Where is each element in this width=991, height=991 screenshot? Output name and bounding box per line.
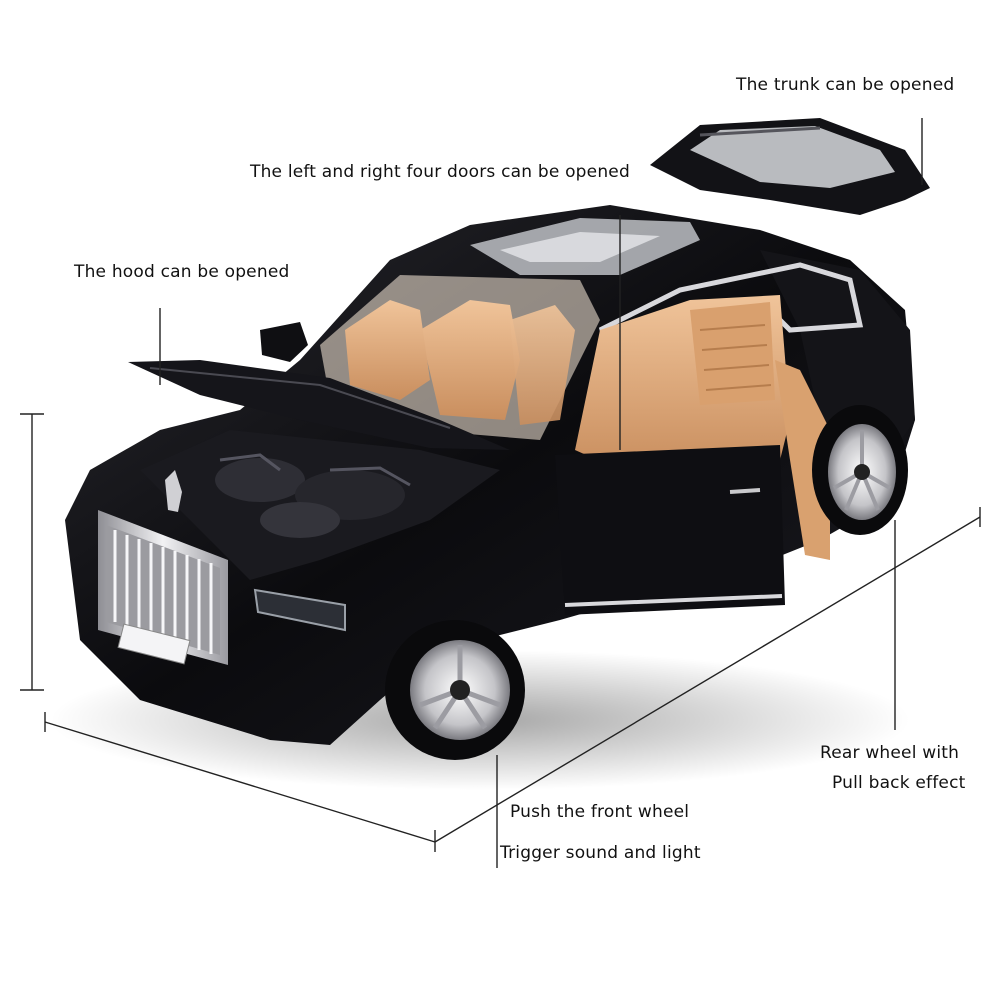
front-wheel	[385, 620, 525, 760]
rear-wheel-callout-line2: Pull back effect	[832, 773, 966, 793]
rear-wheel	[812, 405, 908, 535]
headlight	[253, 588, 346, 632]
annotation-lines	[20, 118, 981, 868]
rear-door-open	[775, 360, 830, 560]
front-grille	[98, 470, 228, 665]
front-wheel-callout-line1: Push the front wheel	[510, 802, 690, 822]
front-wheel-callout-line2: Trigger sound and light	[500, 843, 701, 863]
cabin-interior	[320, 275, 790, 470]
rear-wheel-callout-line1: Rear wheel with	[820, 743, 960, 763]
front-door-open	[555, 445, 785, 615]
trunk-lid	[650, 118, 930, 215]
doors-callout: The left and right four doors can be ope…	[250, 162, 630, 182]
hood-callout: The hood can be opened	[74, 262, 290, 282]
hood	[128, 360, 510, 450]
side-mirror	[260, 322, 308, 362]
engine-bay	[140, 430, 500, 580]
trunk-callout: The trunk can be opened	[736, 75, 955, 95]
